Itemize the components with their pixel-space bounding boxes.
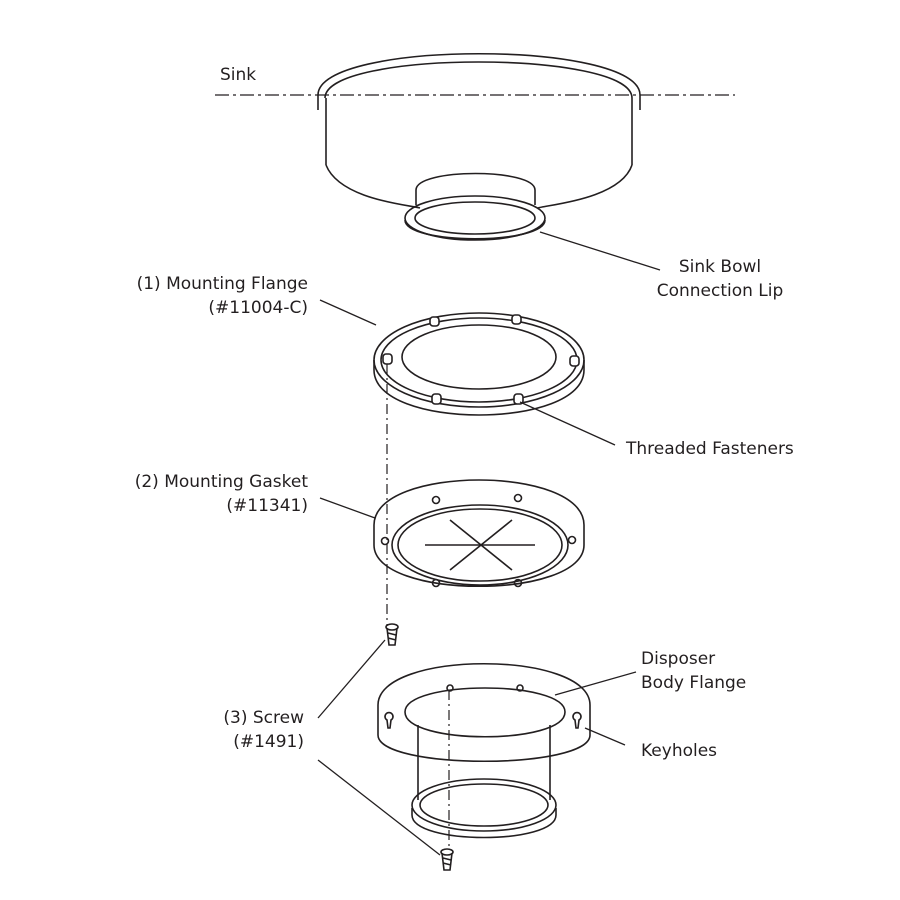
leader-lines [317,231,661,856]
label-line: Body Flange [641,673,747,693]
mounting-flange-drawing [373,312,585,625]
label-threaded-fasteners: Threaded Fasteners [626,439,794,459]
mounting-gasket-drawing [373,479,585,588]
label-line: (#11341) [226,496,308,516]
label-line: (3) Screw [223,708,304,728]
label-disposer-body-flange: Disposer Body Flange [641,647,746,695]
disposer-body-flange-drawing [377,662,591,850]
label-screw: (3) Screw (#1491) [150,706,304,754]
label-line: Connection Lip [656,281,784,301]
label-sink: Sink [220,65,257,85]
label-line: Sink Bowl [678,257,762,277]
label-mounting-flange: (1) Mounting Flange (#11004-C) [100,272,308,320]
label-keyholes: Keyholes [641,741,718,761]
label-sink-bowl-connection-lip: Sink Bowl Connection Lip [640,255,800,303]
label-mounting-gasket: (2) Mounting Gasket (#11341) [100,470,308,518]
screw-drawing [385,623,454,871]
label-line: (2) Mounting Gasket [134,472,308,492]
label-line: (#1491) [233,732,304,752]
sink-drawing [215,53,735,241]
label-line: Disposer [641,649,716,669]
label-line: (#11004-C) [208,298,308,318]
label-line: (1) Mounting Flange [136,274,308,294]
